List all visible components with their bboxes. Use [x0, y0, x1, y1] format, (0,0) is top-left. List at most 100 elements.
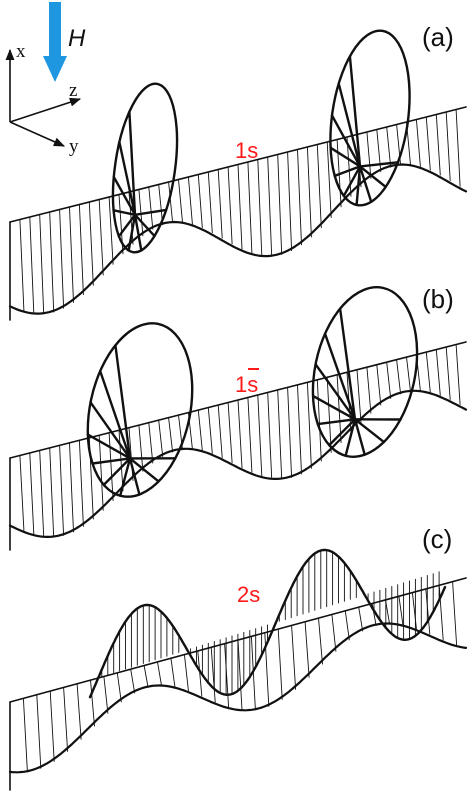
hatch-line: [425, 116, 431, 171]
hatch-line: [366, 366, 372, 414]
hatch-line: [168, 417, 174, 453]
hatch-line: [333, 165, 362, 178]
hatch-line: [133, 208, 168, 217]
panel-b-strip-profile: [8, 389, 468, 538]
hatch-line: [328, 418, 357, 447]
hatch-line: [306, 381, 312, 469]
hatch-line: [114, 344, 132, 460]
hatch-line: [39, 214, 45, 315]
hatch-line: [445, 111, 451, 182]
hatch-line: [197, 174, 203, 229]
hatch-line: [355, 165, 362, 207]
hatch-line: [116, 672, 122, 703]
hatch-line: [291, 624, 297, 690]
panel-a: [8, 29, 468, 321]
hatch-line: [207, 171, 213, 234]
hatch-line: [435, 349, 441, 396]
hatch-line: [98, 434, 104, 511]
panel-c-wave-hatch: [101, 549, 440, 696]
hatch-line: [210, 646, 216, 703]
hatch-line: [197, 409, 203, 451]
hatch-line: [425, 588, 431, 635]
panel-c-strip-profile: [8, 622, 468, 774]
hatch-line: [318, 617, 323, 665]
hatch-line: [304, 621, 310, 678]
hatch-line: [170, 657, 176, 688]
hatch-line: [342, 165, 362, 198]
hatch-line: [386, 126, 392, 168]
hatch-line: [108, 432, 114, 502]
hatch-line: [316, 418, 357, 426]
hatch-line: [63, 686, 69, 752]
hatch-line: [314, 363, 357, 421]
panel-c-mode-label: 2s: [237, 582, 260, 607]
hatch-line: [187, 176, 193, 225]
hatch-line: [49, 447, 55, 538]
hatch-line: [247, 161, 253, 254]
panel-a-strip-axis: [9, 106, 467, 223]
hatch-line: [88, 201, 94, 286]
hatch-line: [297, 149, 302, 246]
hatch-line: [287, 151, 293, 252]
hatch-line: [316, 144, 322, 229]
hatch-line: [22, 697, 28, 773]
hatch-line: [158, 419, 164, 457]
hatch-line: [348, 55, 362, 168]
hatch-line: [338, 307, 357, 421]
hatch-line: [86, 433, 132, 460]
hatch-line: [376, 364, 382, 406]
hatch-line: [112, 175, 137, 217]
hatch-line: [358, 161, 400, 168]
hatch-line: [98, 369, 132, 460]
panel-b-letter: (b): [422, 284, 454, 314]
hatch-line: [323, 332, 357, 421]
hatch-line: [452, 581, 458, 646]
hatch-line: [237, 639, 243, 711]
panel-a-mode-label: 1s: [235, 138, 258, 163]
panel-b-ellipse-left: [86, 322, 194, 498]
spin-loop: [111, 82, 179, 254]
hatch-line: [59, 444, 65, 536]
hatch-line: [287, 386, 293, 478]
hatch-line: [98, 199, 104, 276]
hatch-line: [227, 402, 233, 463]
panel-c-wave-curve: [88, 548, 447, 699]
hatch-line: [168, 181, 174, 223]
hatch-line: [406, 356, 411, 392]
hatch-line: [157, 661, 162, 686]
hatch-line: [112, 209, 137, 217]
hatch-line: [29, 216, 35, 314]
x-axis-label: x: [16, 41, 26, 62]
hatch-line: [148, 186, 154, 230]
panel-b-ellipse-right: [311, 286, 419, 458]
hatch-line: [127, 213, 137, 252]
hatch-line: [237, 399, 243, 469]
hatch-line: [138, 424, 144, 472]
hatch-line: [49, 690, 55, 762]
hatch-line: [118, 140, 137, 217]
hatch-line: [358, 165, 373, 204]
hatch-line: [29, 452, 35, 535]
hatch-line: [78, 439, 84, 527]
hatch-line: [148, 422, 154, 464]
hatch-line: [366, 131, 372, 179]
hatch-line: [247, 397, 253, 473]
hatch-line: [257, 159, 263, 256]
panel-a-strip-profile: [8, 163, 468, 315]
hatch-line: [277, 389, 283, 480]
panel-b-strip-hatch: [19, 344, 461, 538]
hatch-line: [415, 119, 421, 168]
spin-loop: [311, 286, 419, 458]
hatch-line: [316, 379, 322, 462]
coordinate-axes: [5, 48, 82, 147]
hatch-line: [19, 219, 25, 311]
hatch-line: [435, 114, 441, 176]
y-axis-arrow: [9, 121, 66, 147]
hatch-line: [455, 344, 461, 405]
hatch-line: [344, 610, 350, 641]
hatch-line: [117, 213, 137, 238]
hatch-line: [330, 114, 362, 168]
hatch-line: [133, 213, 156, 238]
hatch-line: [438, 584, 444, 641]
hatch-line: [277, 154, 283, 255]
